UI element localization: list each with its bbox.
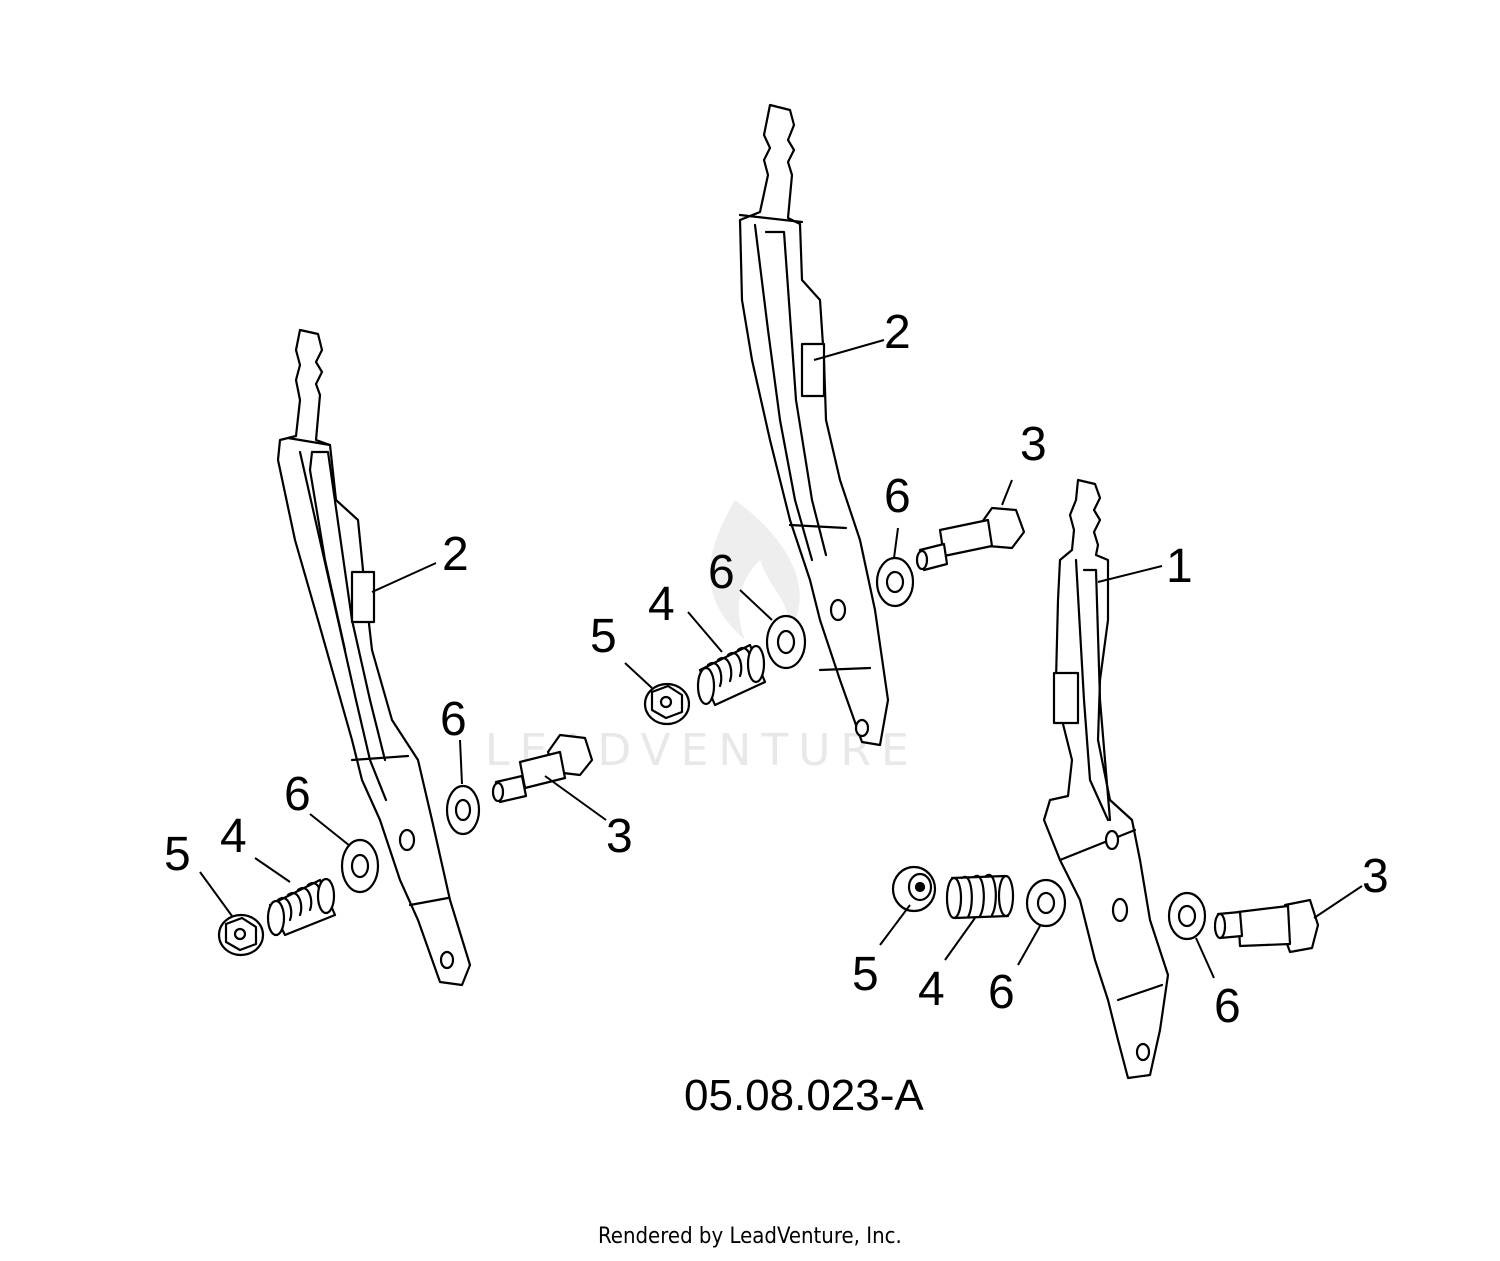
- callout-right-4: 4: [918, 963, 945, 1016]
- callout-mid-4: 4: [648, 578, 675, 631]
- watermark-logo: [709, 500, 800, 640]
- callout-right-3: 3: [1362, 850, 1389, 903]
- middle-washer-lower: [765, 614, 807, 670]
- callout-mid-6a: 6: [884, 470, 911, 523]
- callout-right-5: 5: [852, 948, 879, 1001]
- callout-right-1: 1: [1166, 540, 1193, 593]
- right-nut: [891, 865, 937, 913]
- middle-bolt: [915, 506, 1026, 572]
- middle-spring: [696, 643, 767, 707]
- right-spring: [945, 873, 1015, 920]
- left-washer-upper: [445, 784, 481, 836]
- callout-left-6a: 6: [440, 693, 467, 746]
- callout-mid-6b: 6: [708, 546, 735, 599]
- callout-left-3: 3: [606, 810, 633, 863]
- left-spring: [266, 877, 337, 937]
- callout-right-6b: 6: [1214, 980, 1241, 1033]
- middle-washer-upper: [875, 556, 915, 608]
- render-credit: Rendered by LeadVenture, Inc.: [598, 1224, 902, 1249]
- left-bolt: [491, 733, 594, 804]
- leader-lines: [199, 339, 1363, 979]
- right-washer-near-spring: [1025, 878, 1067, 928]
- right-washer-near-bolt: [1167, 891, 1207, 941]
- callout-left-5: 5: [164, 828, 191, 881]
- figure-id: 05.08.023-A: [684, 1071, 924, 1120]
- middle-nut: [643, 682, 691, 726]
- callout-left-4: 4: [220, 810, 247, 863]
- callout-mid-5: 5: [590, 610, 617, 663]
- callout-left-6b: 6: [284, 768, 311, 821]
- left-lever-arm: [276, 328, 472, 987]
- callout-mid-3: 3: [1020, 418, 1047, 471]
- left-nut: [217, 913, 265, 957]
- callout-mid-2: 2: [884, 306, 911, 359]
- left-washer-lower: [340, 838, 380, 894]
- middle-lever-arm: [738, 103, 890, 747]
- callout-right-6a: 6: [988, 966, 1015, 1019]
- right-bolt: [1213, 898, 1320, 954]
- callouts: 2 3 6 6 5 4 2 3 6 6 5 4 1 3 5 4 6 6: [164, 306, 1389, 1033]
- callout-left-2: 2: [442, 528, 469, 581]
- right-lever-arm: [1042, 478, 1170, 1080]
